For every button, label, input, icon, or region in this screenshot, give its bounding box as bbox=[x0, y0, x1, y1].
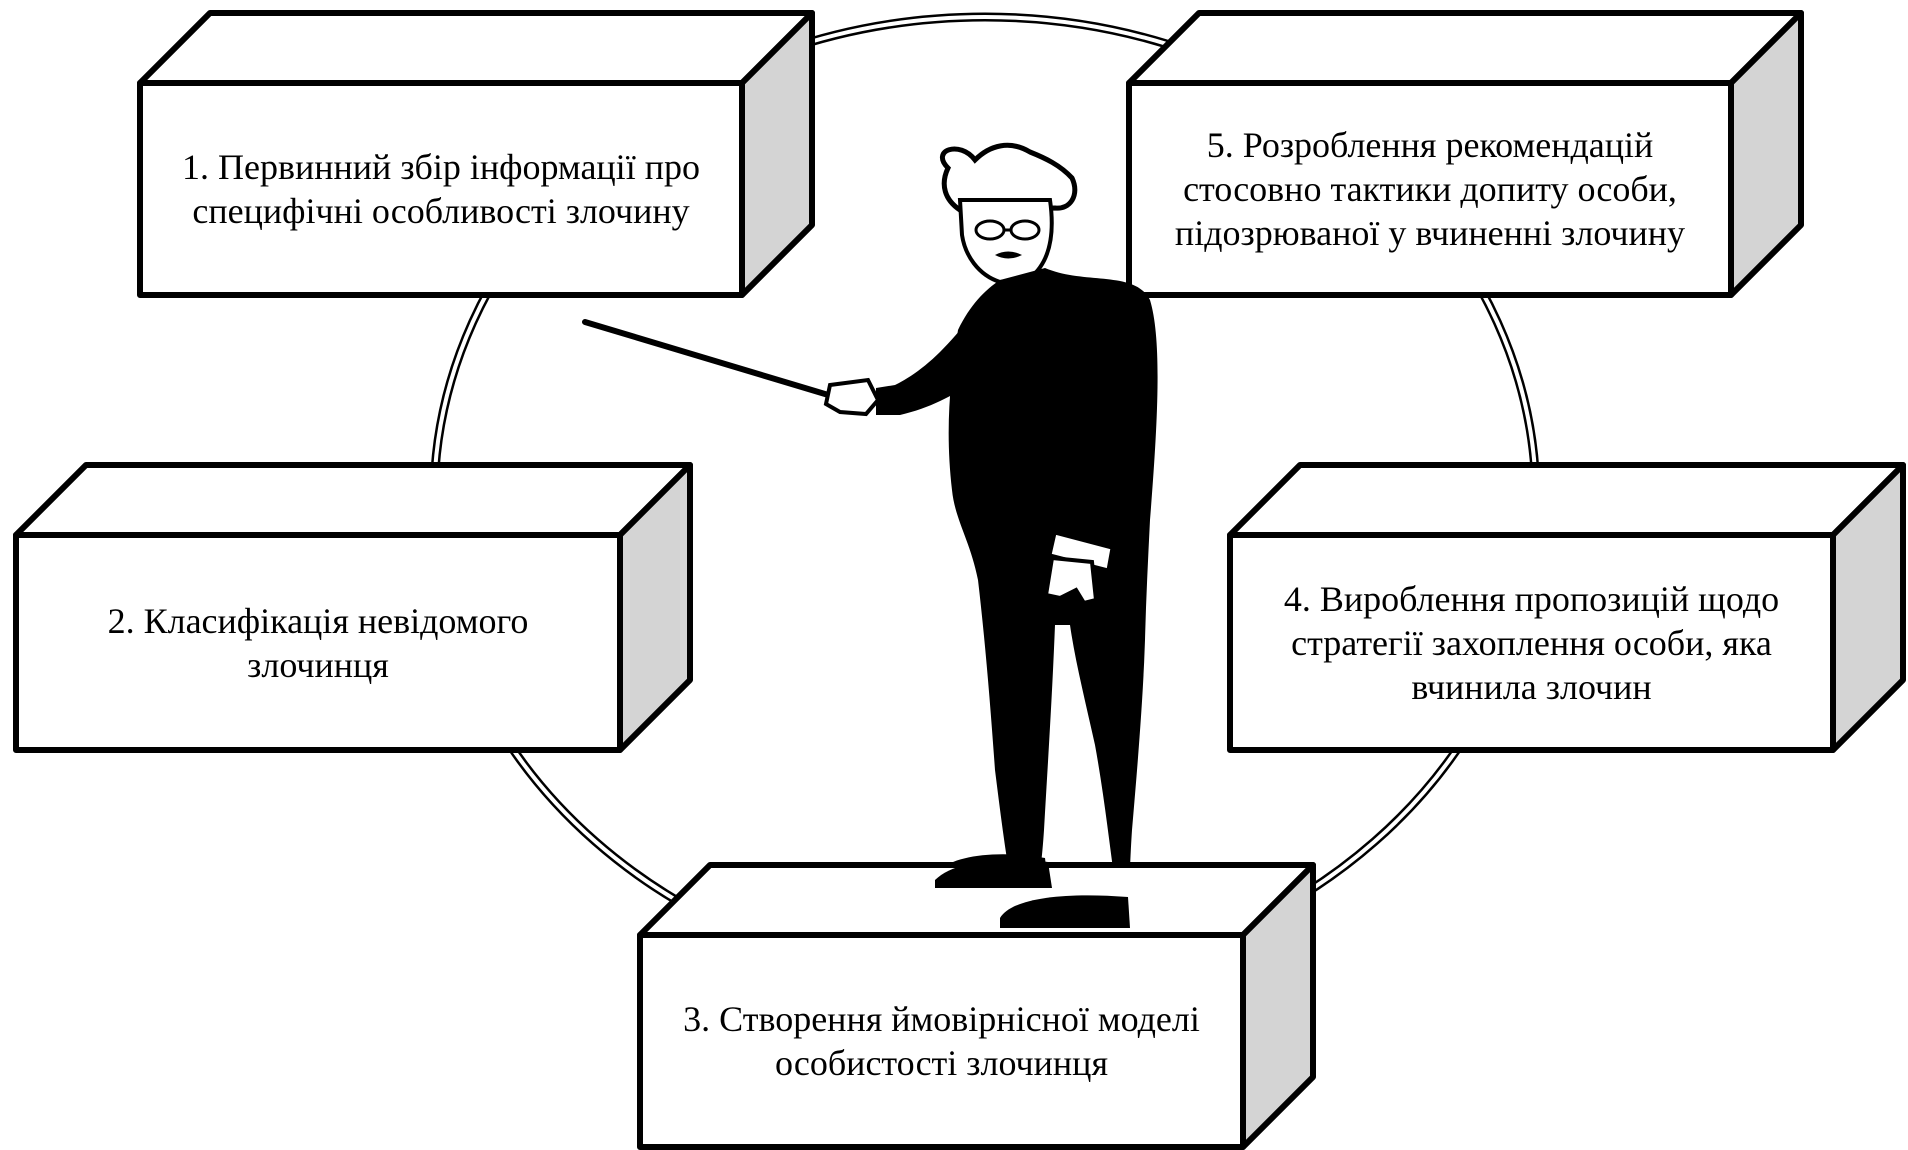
stage-4-box bbox=[1227, 462, 1906, 753]
lecturer-face bbox=[957, 198, 1054, 285]
stage-2-box-face bbox=[13, 532, 623, 753]
stage-5-label: 5. Розроблення рекомендацій стосовно так… bbox=[1174, 125, 1686, 253]
stage-3-box bbox=[637, 862, 1316, 1150]
stage-4-box-face bbox=[1227, 532, 1836, 753]
stage-5-box bbox=[1126, 10, 1804, 298]
lecturer-cuff bbox=[1048, 531, 1114, 572]
lecturer-moustache bbox=[995, 251, 1022, 259]
lecturer-glasses bbox=[974, 219, 1041, 241]
lecturer-arm bbox=[876, 330, 975, 415]
stage-4-box-top bbox=[1227, 462, 1906, 538]
stage-1-box-top bbox=[137, 10, 815, 86]
stage-2-box-top bbox=[13, 462, 693, 538]
lecturer-feet bbox=[935, 859, 1130, 928]
stage-5-box-top bbox=[1126, 10, 1804, 86]
stage-2-label: 2. Класифікація невідомого злочинця bbox=[107, 600, 529, 685]
lecturer-with-pointer-icon bbox=[582, 142, 1158, 925]
stage-4-label: 4. Вироблення пропозицій щодо стратегії … bbox=[1283, 578, 1780, 707]
stage-1-box bbox=[137, 10, 815, 298]
pointer-hand bbox=[823, 377, 881, 417]
stage-2-box bbox=[13, 462, 693, 753]
stage-3-box-face bbox=[637, 932, 1246, 1150]
pointer-stick bbox=[582, 319, 838, 400]
stage-3-label: 3. Створення ймовірнісної моделі особист… bbox=[683, 999, 1200, 1083]
lecturer-lower-hand bbox=[1043, 555, 1099, 606]
stage-5-box-face bbox=[1126, 80, 1734, 298]
stage-1-label: 1. Первинний збір інформації про специфі… bbox=[182, 147, 700, 231]
stage-1-box-face bbox=[137, 80, 745, 298]
